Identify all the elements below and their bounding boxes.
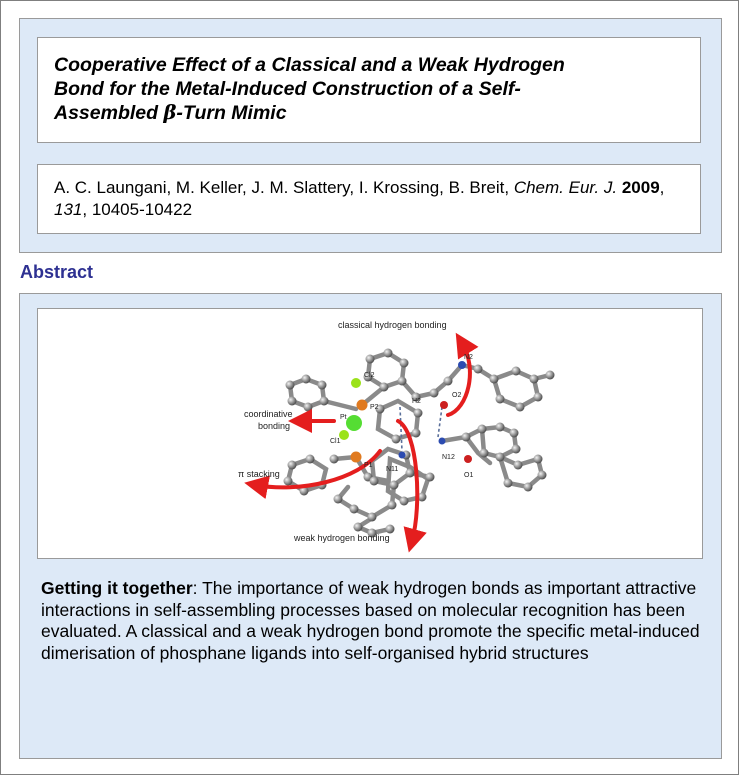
molecular-structure-diagram: classical hydrogen bonding coordinative … bbox=[238, 320, 555, 553]
abstract-body: : The importance of weak hydrogen bonds … bbox=[41, 578, 700, 663]
weak-hbond-arrow bbox=[396, 419, 427, 553]
title-line-1: Cooperative Effect of a Classical and a … bbox=[54, 54, 565, 76]
citation-journal: Chem. Eur. J. bbox=[513, 178, 618, 197]
label-classical-hbond: classical hydrogen bonding bbox=[338, 320, 447, 330]
atom-label-o2: O2 bbox=[452, 392, 461, 399]
atom-label-h2: H2 bbox=[412, 398, 421, 405]
nitrogen-atom-n11 bbox=[398, 451, 406, 459]
article-title: Cooperative Effect of a Classical and a … bbox=[37, 37, 701, 143]
phosphorus-atom-p2 bbox=[356, 399, 368, 411]
abstract-lead: Getting it together bbox=[41, 578, 193, 598]
chlorine-atom-cl1 bbox=[339, 430, 349, 440]
hydrogen-bond-lines bbox=[399, 406, 443, 452]
label-pi-stacking: π stacking bbox=[238, 469, 280, 479]
phosphorus-atom-p1 bbox=[350, 451, 362, 463]
nitrogen-atom-n2 bbox=[458, 361, 466, 369]
abstract-text: Getting it together: The importance of w… bbox=[41, 578, 701, 664]
abstract-panel: classical hydrogen bonding coordinative … bbox=[19, 293, 722, 759]
citation-authors: A. C. Laungani, M. Keller, J. M. Slatter… bbox=[54, 178, 514, 197]
title-line-3: Assembled β-Turn Mimic bbox=[54, 101, 684, 125]
oxygen-atom-o2 bbox=[440, 401, 448, 409]
carbon-atoms bbox=[283, 348, 555, 538]
oxygen-atom-o1 bbox=[464, 455, 472, 463]
title-line-2: Bond for the Metal-Induced Construction … bbox=[54, 78, 521, 100]
citation-pages: , 10405-10422 bbox=[82, 200, 193, 219]
platinum-atom bbox=[346, 415, 362, 431]
title-line-3-suffix: -Turn Mimic bbox=[176, 102, 287, 124]
graphical-abstract-figure: classical hydrogen bonding coordinative … bbox=[37, 308, 703, 559]
atom-label-p1: P1 bbox=[364, 462, 373, 469]
annotation-arrows bbox=[244, 332, 479, 553]
atom-label-o1: O1 bbox=[464, 472, 473, 479]
label-coordinative-2: bonding bbox=[258, 421, 290, 431]
label-coordinative-1: coordinative bbox=[244, 409, 293, 419]
atom-label-n12: N12 bbox=[442, 454, 455, 461]
atom-label-p2: P2 bbox=[370, 404, 379, 411]
atom-label-pt: Pt bbox=[340, 414, 347, 421]
article-header: Cooperative Effect of a Classical and a … bbox=[19, 18, 722, 253]
classical-hbond-arrow bbox=[446, 332, 479, 417]
atom-label-cl2: Cl2 bbox=[364, 372, 375, 379]
atom-label-cl1: Cl1 bbox=[330, 438, 341, 445]
citation: A. C. Laungani, M. Keller, J. M. Slatter… bbox=[37, 164, 701, 234]
abstract-heading: Abstract bbox=[20, 262, 94, 282]
citation-volume: 131 bbox=[54, 200, 83, 219]
title-line-3-prefix: Assembled bbox=[54, 102, 164, 124]
atom-label-n2: N2 bbox=[464, 354, 473, 361]
atom-label-n11: N11 bbox=[386, 466, 398, 473]
beta-symbol: β bbox=[163, 101, 177, 124]
label-weak-hbond: weak hydrogen bonding bbox=[293, 533, 390, 543]
citation-year: 2009 bbox=[621, 178, 660, 197]
pi-stacking-arrow bbox=[244, 449, 382, 500]
chlorine-atom-cl2 bbox=[351, 378, 361, 388]
bond-skeleton bbox=[285, 350, 553, 536]
nitrogen-atom-n12 bbox=[438, 437, 446, 445]
